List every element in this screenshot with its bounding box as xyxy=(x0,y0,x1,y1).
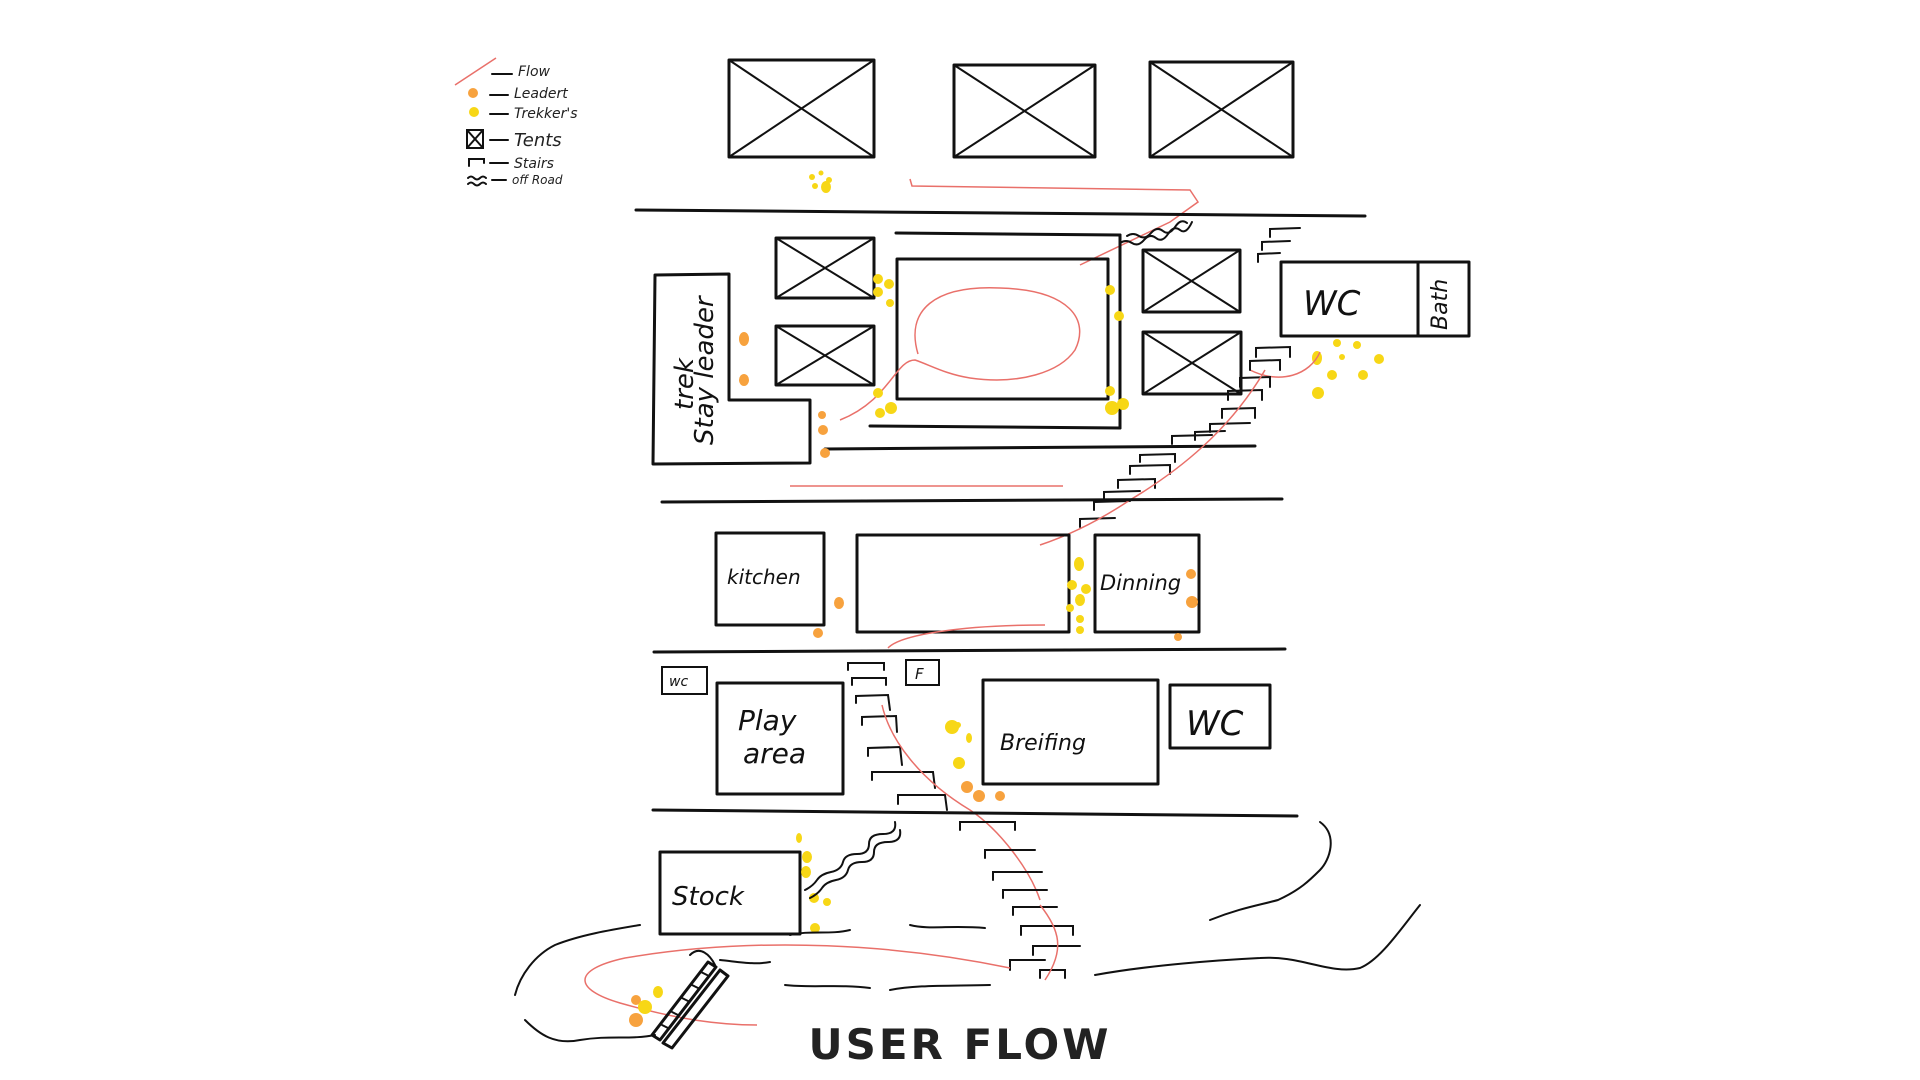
first-aid-building xyxy=(905,659,940,686)
legend-label-trekker: Trekker's xyxy=(514,106,578,122)
people-bottom xyxy=(629,986,663,1027)
legend-label-flow: Flow xyxy=(518,64,551,80)
stock-building xyxy=(658,850,802,936)
stock-label: Stock xyxy=(672,882,745,912)
wc-small-building xyxy=(661,666,708,695)
dining-hall-yard xyxy=(855,533,1071,634)
road-2 xyxy=(660,497,1284,504)
flow-path-loop xyxy=(839,287,1081,421)
dining-label: Dinning xyxy=(1100,571,1181,595)
flow-path-stairs-middle xyxy=(881,704,1041,901)
offroad-top xyxy=(1119,221,1193,246)
play-area-label-2: area xyxy=(743,737,806,770)
play-area-label-1: Play xyxy=(738,704,797,737)
trekker-dots-stock xyxy=(796,833,831,933)
ladder-bottom xyxy=(650,960,730,1050)
briefing-building xyxy=(981,678,1160,786)
legend: Flow Leadert Trekker's Tents Stairs off … xyxy=(454,57,578,187)
flow-path-stairs-upper xyxy=(1039,369,1266,546)
stairs-lower xyxy=(959,821,1081,979)
kitchen-building xyxy=(714,531,826,627)
wc-mid-label: WC xyxy=(1186,704,1244,744)
trekker-dots-dining xyxy=(1066,557,1091,634)
leader-dots-briefing xyxy=(961,781,1005,802)
legend-label-stairs: Stairs xyxy=(514,156,554,172)
stairs-upper xyxy=(1079,227,1301,528)
wc-small-label: wc xyxy=(669,674,688,690)
wc-mid-building xyxy=(1168,683,1272,750)
leader-dots-mid-left xyxy=(739,332,830,458)
offroad-terrain xyxy=(514,821,1421,1043)
trekker-dots-briefing xyxy=(945,720,972,769)
legend-label-offroad: off Road xyxy=(512,173,563,187)
road-4 xyxy=(651,808,1299,818)
wc-top-label: WC xyxy=(1303,284,1361,324)
trek-stay-leader-label-2: Stay leader xyxy=(690,294,720,445)
legend-tent-icon xyxy=(466,129,484,149)
trek-stay-leader-building xyxy=(651,272,812,466)
legend-flow-line xyxy=(454,57,497,86)
legend-offroad-icon xyxy=(467,175,487,187)
trek-stay-leader-label-1: trek xyxy=(670,357,700,410)
trekker-dots-mid xyxy=(873,274,1129,418)
legend-trekker-dot xyxy=(469,107,479,117)
road-3 xyxy=(652,647,1287,654)
legend-leader-dot xyxy=(468,88,478,98)
flow-path-wc xyxy=(1249,351,1321,378)
wc-bath-building xyxy=(1279,260,1471,338)
flow-path-dining xyxy=(887,624,1046,649)
central-field xyxy=(895,257,1110,401)
kitchen-label: kitchen xyxy=(727,565,801,589)
trekker-cluster-top xyxy=(809,170,832,193)
trekker-dots-wc xyxy=(1312,339,1384,399)
tent-top-3 xyxy=(1148,60,1295,159)
flow-path-top xyxy=(909,178,1200,266)
tent-mid-right-2 xyxy=(1141,330,1243,396)
tent-top-1 xyxy=(727,58,876,159)
tent-mid-right-1 xyxy=(1141,248,1242,314)
leader-dots-kitchen-row xyxy=(813,569,1198,641)
tent-mid-left-2 xyxy=(774,324,876,387)
briefing-label: Breifing xyxy=(1000,731,1086,756)
offroad-stock xyxy=(804,821,902,899)
road-1 xyxy=(634,208,1367,218)
play-area-building xyxy=(715,681,845,796)
legend-label-leader: Leadert xyxy=(514,86,568,102)
legend-label-tents: Tents xyxy=(514,130,562,151)
legend-stair-icon xyxy=(468,158,485,167)
page-title: USER FLOW xyxy=(808,1020,1112,1069)
tent-mid-left-1 xyxy=(774,236,876,300)
tent-top-2 xyxy=(952,63,1097,159)
bath-label: Bath xyxy=(1428,279,1453,330)
first-aid-label: F xyxy=(915,665,924,683)
dining-building xyxy=(1093,533,1201,634)
stairs-middle xyxy=(847,662,948,811)
